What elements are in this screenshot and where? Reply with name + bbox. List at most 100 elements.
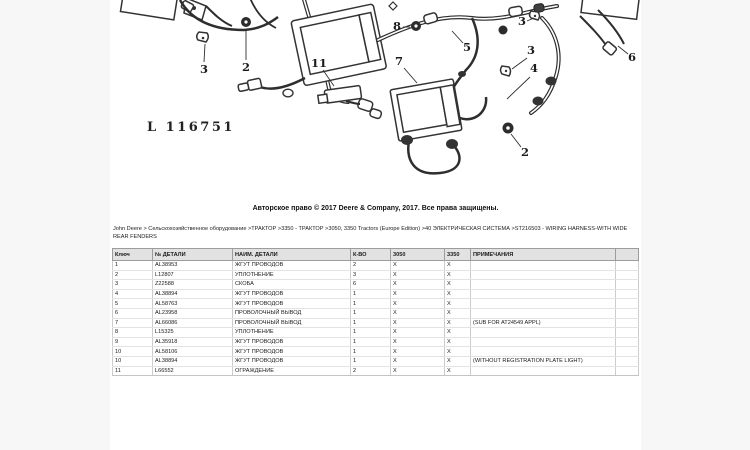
table-cell: X — [444, 346, 471, 357]
table-cell — [470, 366, 616, 377]
table-cell — [615, 260, 639, 271]
clip-top-right — [528, 10, 541, 21]
table-cell: 6 — [350, 279, 391, 290]
table-cell: ЖГУТ ПРОВОДОВ — [232, 298, 351, 309]
table-cell — [470, 289, 616, 300]
column-header: 3050 — [390, 248, 445, 261]
table-cell: 1 — [350, 289, 391, 300]
table-cell: X — [444, 308, 471, 319]
clip-mid-right — [499, 65, 512, 77]
table-cell: ЖГУТ ПРОВОДОВ — [232, 260, 351, 271]
table-cell: 3 — [112, 279, 153, 290]
table-cell: ЖГУТ ПРОВОДОВ — [232, 356, 351, 367]
callout-number: 7 — [395, 54, 403, 68]
callout-leader-line — [203, 43, 206, 63]
table-cell: X — [390, 289, 445, 300]
lamp-connector-1 — [401, 135, 413, 145]
table-cell: УПЛОТНЕНИЕ — [232, 270, 351, 281]
callout-number: 4 — [530, 61, 538, 75]
table-cell: X — [390, 270, 445, 281]
lamp-top-left — [119, 0, 180, 21]
table-cell: 1 — [350, 318, 391, 329]
table-cell: 4 — [112, 289, 153, 300]
table-cell — [615, 289, 639, 300]
right-lead-2 — [597, 9, 625, 45]
table-cell: (WITHOUT REGISTRATION PLATE LIGHT) — [470, 356, 616, 367]
table-cell: 1 — [112, 260, 153, 271]
knob-right — [498, 25, 508, 35]
lamp-top-right — [580, 0, 642, 21]
table-cell: X — [444, 356, 471, 367]
figure-number-label: L 116751 — [147, 120, 235, 135]
connector-bulb-1 — [545, 76, 557, 86]
callout-leader-line — [526, 17, 535, 22]
table-cell: X — [444, 327, 471, 338]
table-cell: X — [444, 260, 471, 271]
table-cell: L15325 — [152, 327, 233, 338]
table-cell: ЖГУТ ПРОВОДОВ — [232, 337, 351, 348]
table-cell — [615, 308, 639, 319]
breadcrumb[interactable]: John Deere > Сельскохозяйственное оборуд… — [113, 226, 637, 241]
table-cell: 1 — [350, 356, 391, 367]
table-cell: L66552 — [152, 366, 233, 377]
table-cell: 9 — [112, 337, 153, 348]
clip-left — [195, 31, 210, 43]
table-cell: X — [444, 289, 471, 300]
bracket-11 — [316, 84, 363, 105]
table-cell: AL38953 — [152, 260, 233, 271]
column-header: НАИМ. ДЕТАЛИ — [232, 248, 351, 261]
table-cell: ЖГУТ ПРОВОДОВ — [232, 346, 351, 357]
grommet-right — [502, 122, 514, 134]
table-cell: ПРОВОЛОЧНЫЙ ВЫВОД — [232, 318, 351, 329]
callout-leader-line — [451, 30, 464, 44]
table-cell — [615, 270, 639, 281]
table-cell: 10 — [112, 356, 153, 367]
breadcrumb-line-2[interactable]: REAR FENDERS — [113, 233, 157, 240]
table-cell — [615, 356, 639, 367]
table-cell: AL66086 — [152, 318, 233, 329]
table-cell: ПРОВОЛОЧНЫЙ ВЫВОД — [232, 308, 351, 319]
table-cell: 2 — [112, 270, 153, 281]
callout-leader-line — [617, 45, 629, 55]
right-lead-1 — [579, 15, 609, 49]
table-cell: УПЛОТНЕНИЕ — [232, 327, 351, 338]
inline-connector-3 — [533, 3, 545, 13]
table-cell: AL38894 — [152, 289, 233, 300]
callout-number: 2 — [242, 60, 250, 74]
table-cell: 3 — [350, 270, 391, 281]
table-cell: X — [444, 298, 471, 309]
table-cell: 2 — [350, 366, 391, 377]
callout-number: 11 — [311, 56, 327, 70]
lamp-loop-wire — [407, 135, 461, 175]
table-cell: X — [390, 346, 445, 357]
table-cell: AL35918 — [152, 337, 233, 348]
table-cell: X — [390, 298, 445, 309]
connector-cluster — [178, 0, 279, 32]
column-header — [615, 248, 639, 261]
right-connector — [602, 41, 618, 56]
table-cell: (SUB FOR AT24549 APPL) — [470, 318, 616, 329]
callout-number: 3 — [518, 14, 526, 28]
table-cell — [470, 270, 616, 281]
breadcrumb-line-1[interactable]: John Deere > Сельскохозяйственное оборуд… — [113, 226, 628, 232]
table-cell: 1 — [350, 298, 391, 309]
column-header: 3350 — [444, 248, 471, 261]
table-cell: 1 — [350, 337, 391, 348]
table-cell: 1 — [350, 327, 391, 338]
table-cell: X — [444, 366, 471, 377]
table-cell: ОГРАЖДЕНИЕ — [232, 366, 351, 377]
table-cell — [470, 279, 616, 290]
callout-leader-line — [510, 133, 522, 148]
callout-number: 3 — [527, 43, 535, 57]
lamp-center — [389, 78, 463, 142]
table-cell: X — [444, 337, 471, 348]
